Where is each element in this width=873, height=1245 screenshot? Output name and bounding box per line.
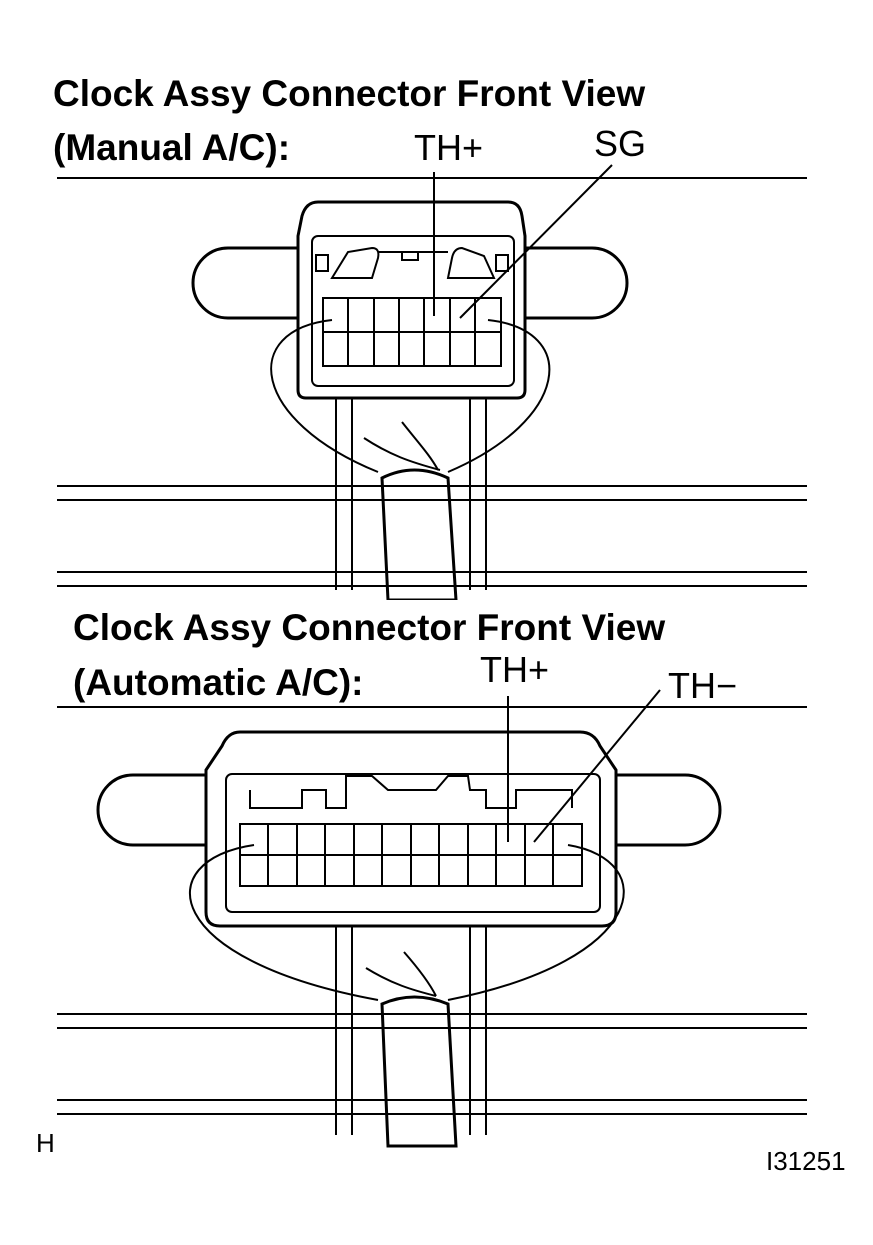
manual-harness-sleeve <box>380 468 458 602</box>
automatic-th-minus-leader <box>533 689 661 843</box>
automatic-right-tab <box>615 773 722 847</box>
manual-right-tab <box>520 246 629 320</box>
automatic-harness-sleeve <box>380 995 458 1148</box>
figure-code: I31251 <box>766 1146 846 1176</box>
automatic-ac-section: Clock Assy Connector Front View (Automat… <box>57 600 817 1148</box>
automatic-terminal-grid <box>239 823 583 887</box>
manual-sg-leader <box>459 164 613 319</box>
manual-sg-label: SG <box>594 123 646 164</box>
manual-wire-strand-2 <box>401 421 439 471</box>
manual-ac-section: Clock Assy Connector Front View (Manual … <box>53 73 807 602</box>
manual-wires <box>335 395 487 590</box>
manual-title-line2: (Manual A/C): <box>53 127 290 168</box>
automatic-wire-strand-2 <box>403 951 437 997</box>
manual-connector-housing <box>296 200 527 400</box>
manual-cut-lines <box>57 485 807 587</box>
manual-th-plus-label: TH+ <box>414 127 483 168</box>
automatic-title-line2: (Automatic A/C): <box>73 662 364 703</box>
manual-latch <box>315 246 509 279</box>
automatic-wire-strand-1 <box>365 967 437 997</box>
manual-wire-strand-1 <box>363 437 441 471</box>
automatic-th-plus-label: TH+ <box>480 649 549 690</box>
automatic-left-tab <box>96 773 208 847</box>
automatic-harness-right <box>447 844 625 1001</box>
automatic-cut-lines <box>57 1013 807 1115</box>
automatic-connector-inner-frame <box>225 773 601 913</box>
corner-mark: H <box>36 1128 55 1158</box>
manual-title-line1: Clock Assy Connector Front View <box>53 73 645 114</box>
manual-harness-left <box>270 319 379 473</box>
manual-terminal-grid <box>322 297 502 367</box>
manual-left-tab <box>191 246 300 320</box>
automatic-keying-profile <box>249 775 573 809</box>
automatic-title-line1: Clock Assy Connector Front View <box>73 607 665 648</box>
automatic-harness-left <box>188 844 379 1001</box>
automatic-th-minus-label: TH− <box>668 665 737 706</box>
manual-connector-inner-frame <box>311 235 515 387</box>
manual-harness-right <box>447 319 551 473</box>
